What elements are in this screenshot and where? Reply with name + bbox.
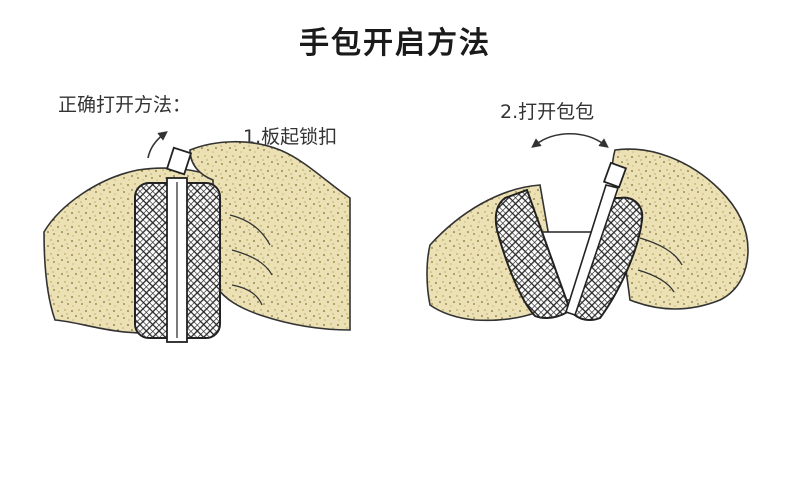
open-clutch-clasp: [565, 184, 620, 317]
left-thumb-line: [229, 214, 273, 306]
flip-up-arrow-icon: [147, 131, 168, 159]
method-label: 正确打开方法：: [58, 94, 192, 116]
open-clutch-right-panel: [570, 196, 644, 321]
closed-clutch-figure: [43, 131, 351, 343]
open-lock-tab-icon: [602, 161, 628, 189]
open-direction-arrow-icon: [531, 133, 609, 148]
step2-label: 2.打开包包: [500, 101, 595, 123]
open-clutch-figure: [426, 133, 749, 322]
lock-tab-icon: [165, 146, 193, 176]
step1-label: 1.板起锁扣: [243, 126, 338, 148]
open-clutch-left-panel: [494, 188, 572, 319]
page-title: 手包开启方法: [299, 26, 491, 61]
right-finger-lines: [637, 237, 683, 293]
left-hand-right: [189, 140, 351, 331]
